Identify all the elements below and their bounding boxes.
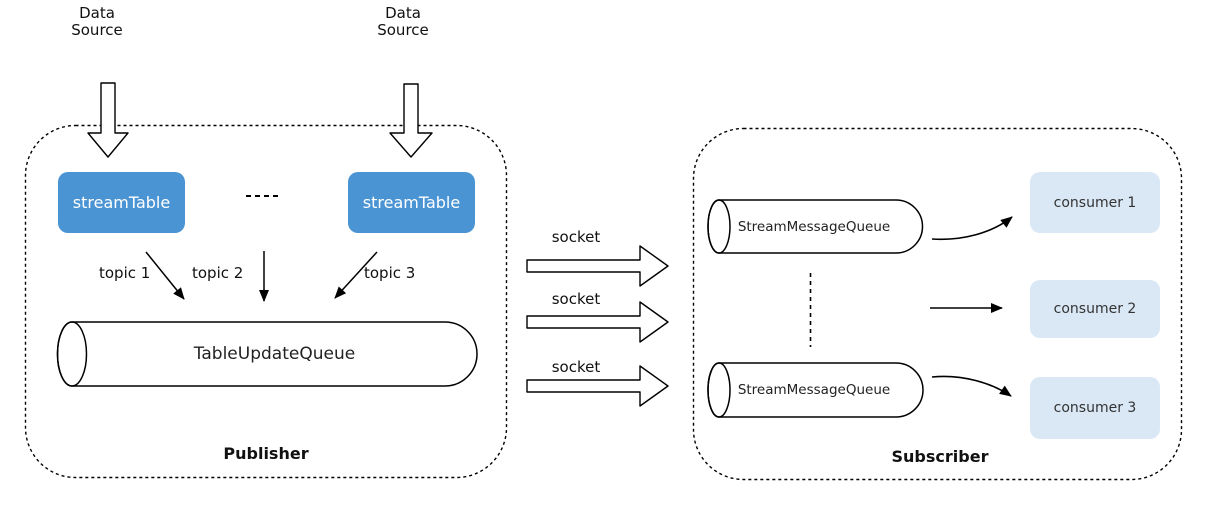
topic-arrow-1 (145, 251, 185, 300)
socket-label-1: socket (551, 228, 601, 246)
consumer-node-2: consumer 2 (1030, 280, 1160, 338)
stream-table-node-2: streamTable (348, 172, 475, 233)
stream-message-queue-label-1: StreamMessageQueue (737, 218, 891, 235)
publisher-boundary (24, 124, 508, 479)
consumer-node-1: consumer 1 (1030, 172, 1160, 233)
topic-label-2: topic 2 (192, 264, 244, 282)
publisher-title: Publisher (223, 444, 309, 463)
subscriber-title: Subscriber (891, 447, 989, 466)
consumer-arrow-3 (931, 375, 1012, 397)
topic-label-1: topic 1 (99, 264, 151, 282)
socket-arrow-3 (526, 365, 669, 407)
consumer-arrow-1 (931, 216, 1013, 241)
topic-arrow-3 (334, 251, 378, 299)
stream-message-queue-cap-1 (707, 199, 731, 254)
table-update-queue-cap (56, 321, 88, 387)
socket-arrow-2 (526, 301, 669, 343)
data-source-arrow-2 (389, 83, 433, 158)
data-source-label-2: Data Source (377, 4, 429, 39)
socket-label-3: socket (551, 358, 601, 376)
socket-arrow-1 (526, 245, 669, 287)
data-source-label-1: Data Source (71, 4, 123, 39)
consumer-node-3: consumer 3 (1030, 377, 1160, 439)
socket-label-2: socket (551, 290, 601, 308)
subscriber-boundary (692, 127, 1183, 481)
stream-message-queue-cap-2 (707, 362, 731, 418)
table-update-queue-label: TableUpdateQueue (193, 344, 356, 364)
stream-table-node-1: streamTable (58, 172, 185, 233)
data-source-arrow-1 (87, 82, 129, 158)
topic-label-3: topic 3 (364, 264, 416, 282)
stream-message-queue-label-2: StreamMessageQueue (737, 382, 891, 398)
